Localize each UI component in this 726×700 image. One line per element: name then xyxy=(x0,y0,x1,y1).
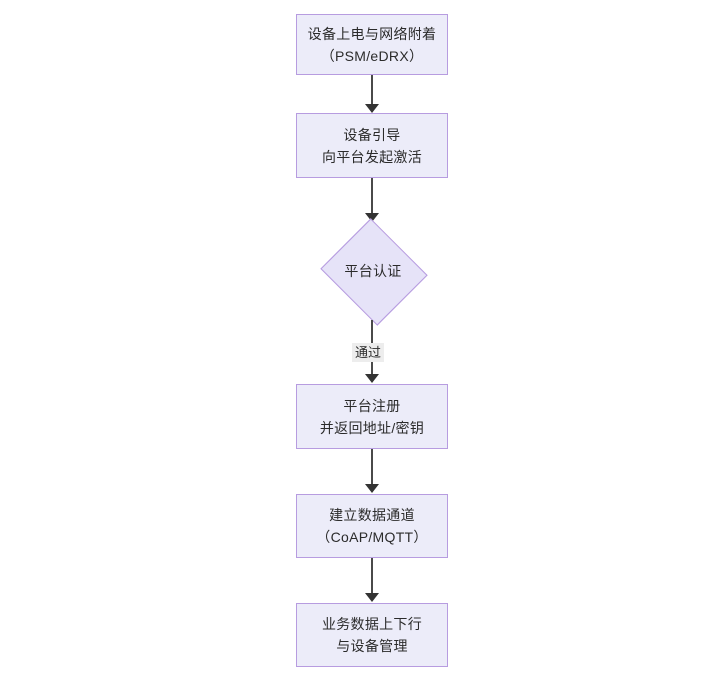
flow-node-line-1: 平台认证 xyxy=(344,263,402,279)
flow-node-line-1: 建立数据通道 xyxy=(329,507,415,523)
connector-n1-n2 xyxy=(371,75,373,104)
flow-node-business-data[interactable]: 业务数据上下行 与设备管理 xyxy=(296,603,448,667)
flow-node-platform-authentication[interactable]: 平台认证 xyxy=(318,218,428,326)
connector-n5-n6 xyxy=(371,558,373,594)
flow-node-line-1: 设备引导 xyxy=(343,126,401,143)
flow-node-line-2: （PSM/eDRX） xyxy=(320,47,424,64)
flow-node-data-channel[interactable]: 建立数据通道 （CoAP/MQTT） xyxy=(296,494,448,558)
arrowhead-n1-n2 xyxy=(365,104,379,113)
flow-node-device-bootstrap[interactable]: 设备引导 向平台发起激活 xyxy=(296,113,448,178)
connector-n2-n3 xyxy=(371,178,373,214)
arrowhead-n2-n3 xyxy=(365,213,379,222)
arrowhead-n3-n4 xyxy=(365,374,379,383)
flow-node-platform-registration[interactable]: 平台注册 并返回地址/密钥 xyxy=(296,384,448,449)
flow-node-line-1: 平台注册 xyxy=(343,397,401,414)
flow-node-line-2: 向平台发起激活 xyxy=(321,148,423,165)
flow-node-line-2: （CoAP/MQTT） xyxy=(316,529,428,545)
edge-label-pass: 通过 xyxy=(352,343,385,362)
connector-n4-n5 xyxy=(371,449,373,485)
flow-node-line-1: 设备上电与网络附着 xyxy=(307,25,437,42)
flow-node-line-1: 业务数据上下行 xyxy=(321,616,423,632)
arrowhead-n4-n5 xyxy=(365,484,379,493)
flow-node-device-power-on[interactable]: 设备上电与网络附着 （PSM/eDRX） xyxy=(296,14,448,75)
flow-node-line-2: 并返回地址/密钥 xyxy=(319,419,425,436)
flow-node-line-2: 与设备管理 xyxy=(336,638,408,654)
arrowhead-n5-n6 xyxy=(365,593,379,602)
